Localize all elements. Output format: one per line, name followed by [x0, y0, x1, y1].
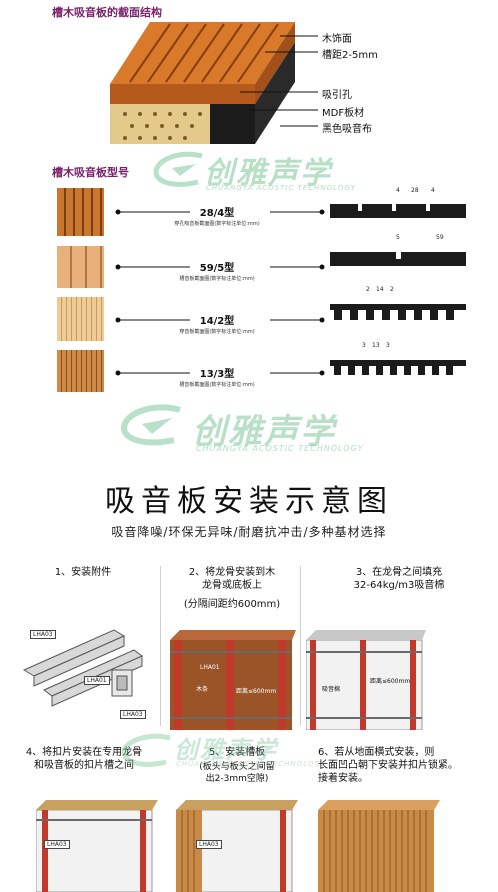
step-2-note: (分隔间距约600mm) — [183, 599, 281, 610]
model-note-28-4: 穿孔吸音板截面图(数字标注单位:mm) — [174, 221, 260, 227]
model-sample-59-5 — [57, 246, 104, 288]
step-4-tag-lha03: LHA03 — [44, 840, 70, 849]
model-label-59-5: 59/5型 — [199, 263, 235, 274]
black-fabric — [210, 104, 255, 144]
install-subtitle: 吸音降噪/环保无异味/耐磨抗冲击/多种基材选择 — [111, 525, 387, 539]
face-grooves — [129, 23, 279, 83]
step-1-tag-lha01: LHA01 — [84, 676, 110, 685]
step-2-tag-lha01: LHA01 — [200, 664, 220, 671]
step-3-insulation-illustration — [306, 630, 426, 730]
model-note-13-3: 槽音板截面图(数字标注单位:mm) — [179, 382, 255, 388]
step-2-studs-illustration — [170, 630, 296, 730]
step-2-tag-distance: 距离≤600mm — [236, 688, 277, 695]
step-4-text: 4、将扣片安装在专用龙骨 和吸音板的扣片槽之间 — [25, 747, 143, 771]
step-5-note: (板头与板头之间留 出2-3mm空隙) — [199, 762, 275, 784]
model-sample-13-3 — [57, 350, 104, 392]
callout-sound-holes: 吸引孔 — [322, 90, 352, 101]
step-2-tag-wood: 木条 — [196, 686, 209, 693]
watermark-logo-icon — [153, 151, 203, 187]
step-5-text: 5、安装槽板 — [208, 747, 266, 758]
model-note-59-5: 槽音板截面图(数字标注单位:mm) — [179, 276, 255, 282]
callout-mdf: MDF板材 — [322, 108, 365, 119]
leader-lines — [240, 35, 318, 127]
model-section-28-4 — [330, 204, 466, 218]
watermark-name: 创雅声学 — [204, 156, 332, 191]
callout-groove-spacing: 槽距2-5mm — [322, 50, 378, 61]
step-5-tag-lha03: LHA03 — [196, 840, 222, 849]
mdf-holes — [123, 112, 202, 140]
watermark-english: CHUANGYA ACOSTIC TECHNOLOGY — [206, 184, 357, 192]
watermark-logo-icon — [121, 733, 171, 767]
step-2-text: 2、将龙骨安装到木 龙骨或底板上 — [188, 567, 276, 591]
wood-front-side — [110, 84, 255, 104]
cross-section-illustration — [110, 22, 318, 144]
watermark-english: CHUANGYA ACOSTIC TECHNOLOGY — [176, 760, 327, 768]
step-4-clips-illustration — [36, 800, 158, 892]
step-3-text: 3、在龙骨之间填充 32-64kg/m3吸音棉 — [353, 567, 445, 591]
model-label-14-2: 14/2型 — [199, 316, 235, 327]
model-label-28-4: 28/4型 — [199, 208, 235, 219]
model-note-14-2: 穿音板截面图(数字标注单位:mm) — [179, 329, 255, 335]
step-1-text: 1、安装附件 — [54, 567, 112, 578]
callout-black-fabric: 黑色吸音布 — [322, 124, 372, 135]
section-title-structure: 槽木吸音板的截面结构 — [52, 6, 162, 19]
model-section-14-2 — [330, 304, 466, 320]
step-3-tag-distance: 距离≤600mm — [370, 678, 411, 685]
step-6-text: 6、若从地面横式安装，则 长面凹凸朝下安装并扣片锁紧。 接着安装。 — [318, 747, 458, 784]
install-title: 吸音板安装示意图 — [105, 484, 393, 519]
watermark-name: 创雅声学 — [192, 412, 336, 452]
step-3-tag-insulation: 吸音棉 — [322, 686, 341, 693]
watermark-name: 创雅声学 — [174, 736, 278, 764]
wood-right-side — [255, 22, 295, 104]
step-5-panels-illustration — [176, 800, 298, 892]
section-title-models: 槽木吸音板型号 — [52, 166, 129, 179]
model-label-13-3: 13/3型 — [199, 369, 235, 380]
model-section-13-3 — [330, 360, 466, 375]
step-1-tag-lha03b: LHA03 — [120, 710, 146, 719]
step-1-accessories-illustration — [22, 629, 143, 707]
watermark-english: CHUANGYA ACOSTIC TECHNOLOGY — [196, 444, 364, 453]
callout-wood-face: 木饰面 — [322, 34, 352, 45]
model-section-59-5 — [330, 252, 466, 266]
watermark-logo-icon — [120, 404, 181, 446]
black-fabric-side — [255, 42, 295, 144]
step-6-horizontal-illustration — [318, 800, 440, 892]
model-sample-14-2 — [57, 297, 104, 341]
model-sample-28-4 — [57, 188, 104, 236]
step-1-tag-lha03: LHA03 — [30, 630, 56, 639]
